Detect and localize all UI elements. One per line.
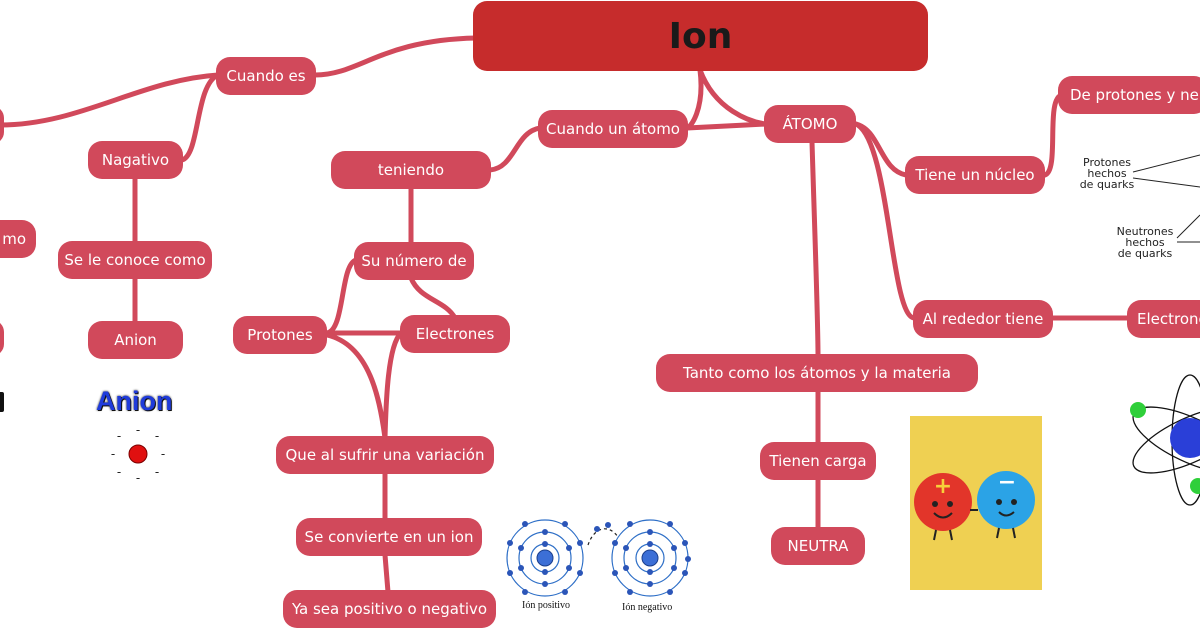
node-se-le-conoce[interactable]: Se le conoce como — [58, 241, 212, 279]
anion-ball-icon: --- -- --- — [111, 423, 165, 485]
node-electrones[interactable]: Electrones — [400, 315, 510, 353]
note-neutrones-quarks: Neutrones hechos de quarks — [1116, 225, 1174, 260]
node-al-rededor-tiene[interactable]: Al rededor tiene — [913, 300, 1053, 338]
node-su-numero-de[interactable]: Su número de — [354, 242, 474, 280]
svg-text:-: - — [117, 429, 121, 443]
charge-characters-image: + − — [910, 416, 1042, 590]
node-protones[interactable]: Protones — [233, 316, 327, 354]
root-topic[interactable]: Ion — [473, 1, 928, 71]
svg-text:−: − — [998, 470, 1016, 495]
node-cuando-es[interactable]: Cuando es — [216, 57, 316, 95]
node-cuando-un-atomo[interactable]: Cuando un átomo — [538, 110, 688, 148]
node-tienen-carga[interactable]: Tienen carga — [760, 442, 876, 480]
svg-text:-: - — [136, 423, 140, 437]
node-teniendo[interactable]: teniendo — [331, 151, 491, 189]
node-atomo[interactable]: ÁTOMO — [764, 105, 856, 143]
svg-text:+: + — [934, 474, 952, 499]
caption-ion-negativo: Ión negativo — [622, 602, 673, 613]
node-left-edge-3[interactable] — [0, 320, 4, 356]
svg-text:-: - — [136, 471, 140, 485]
node-tanto-como[interactable]: Tanto como los átomos y la materia — [656, 354, 978, 392]
node-tiene-un-nucleo[interactable]: Tiene un núcleo — [905, 156, 1045, 194]
note-protones-quarks: Protones hechos de quarks — [1079, 156, 1135, 191]
node-anion[interactable]: Anion — [88, 321, 183, 359]
charged-characters-icon: + − — [914, 470, 1035, 541]
node-left-edge-1[interactable] — [0, 106, 4, 144]
node-electrones-right[interactable]: Electrone — [1127, 300, 1200, 338]
svg-text:-: - — [111, 447, 115, 461]
ion-orbit-diagram — [506, 519, 691, 597]
node-left-edge-2[interactable]: mo — [0, 220, 36, 258]
svg-text:-: - — [155, 429, 159, 443]
node-neutra[interactable]: NEUTRA — [771, 527, 865, 565]
svg-text:-: - — [161, 447, 165, 461]
node-convierte[interactable]: Se convierte en un ion — [296, 518, 482, 556]
svg-text:-: - — [117, 465, 121, 479]
node-positivo-negativo[interactable]: Ya sea positivo o negativo — [283, 590, 496, 628]
partial-text-fragment — [0, 392, 4, 412]
svg-text:-: - — [155, 465, 159, 479]
node-protones-neutrones[interactable]: De protones y neu — [1058, 76, 1200, 114]
atom-model-icon — [1130, 374, 1200, 506]
anion-image-label: Anion — [96, 386, 173, 416]
node-variacion[interactable]: Que al sufrir una variación — [276, 436, 494, 474]
caption-ion-positivo: Ión positivo — [522, 600, 571, 611]
node-negativo[interactable]: Nagativo — [88, 141, 183, 179]
